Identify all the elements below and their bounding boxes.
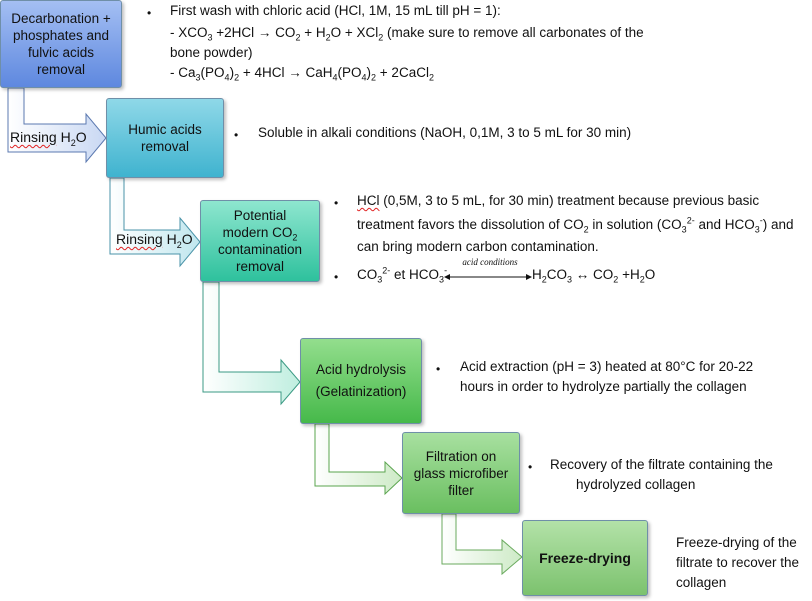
arrow-2: [109, 177, 201, 268]
step-label: Humic acids: [128, 122, 202, 137]
step-label: Filtration on: [425, 448, 497, 464]
note-step3-equation-left: CO32- et HCO3-: [357, 265, 448, 285]
note-step6-line2: filtrate to recover the: [676, 555, 800, 570]
rinsing-label-2: Rinsing H2O: [116, 231, 193, 250]
note-step3-line2: treatment favors the dissolution of CO2 …: [357, 215, 794, 235]
step-label: contamination: [217, 242, 303, 257]
note-step1-eq1: - XCO3 +2HCl → CO2 + H2O + XCl2 (make su…: [170, 25, 644, 43]
hcl-text: HCl: [357, 193, 380, 208]
step-label: removal: [140, 139, 189, 154]
step-label: phosphates and: [12, 28, 110, 43]
step-acid-hydrolysis-box: Acid hydrolysis (Gelatinization): [300, 338, 422, 424]
bullet-icon: •: [147, 6, 152, 20]
bullet-icon: •: [528, 460, 533, 474]
note-step1-eq1b: bone powder): [170, 45, 253, 60]
step-filtration-box: Filtration on glass microfiber filter: [402, 432, 520, 514]
step-label: Decarbonation +: [11, 11, 111, 26]
note-step4-line1: Acid extraction (pH = 3) heated at 80°C …: [460, 359, 754, 374]
note-step3-line1: HCl (0,5M, 3 to 5 mL, for 30 min) treatm…: [357, 190, 759, 212]
bullet-icon: •: [436, 362, 441, 376]
rinsing-word: Rinsing: [116, 231, 163, 247]
note-step5-line2: hydrolyzed collagen: [576, 477, 696, 492]
step-contamination-box: Potential modern CO2 contamination remov…: [200, 200, 320, 282]
step-label: removal: [36, 62, 85, 77]
step-label: fulvic acids: [27, 45, 94, 60]
step-label: glass microfiber: [413, 465, 509, 481]
arrow-4: [314, 423, 403, 496]
note-step4-line2: hours in order to hydrolyze partially th…: [460, 379, 747, 394]
equilibrium-arrow-icon: [444, 274, 532, 280]
note-step3-line1-rest: (0,5M, 3 to 5 mL, for 30 min) treatment …: [379, 193, 760, 208]
note-step2: Soluble in alkali conditions (NaOH, 0,1M…: [258, 125, 632, 140]
step-freeze-drying-box: Freeze-drying: [522, 520, 648, 596]
step-label: removal: [235, 259, 284, 274]
arrow-5: [441, 513, 523, 576]
note-step6-line1: Freeze-drying of the: [676, 535, 797, 550]
step-humic-box: Humic acids removal: [106, 98, 224, 178]
bullet-icon: •: [334, 270, 339, 284]
step-decarbonation-box: Decarbonation + phosphates and fulvic ac…: [0, 0, 122, 88]
step-label: Freeze-drying: [539, 549, 631, 566]
step-label: (Gelatinization): [315, 384, 407, 399]
step-label: Acid hydrolysis: [315, 362, 406, 377]
arrow-1: [7, 87, 107, 164]
step-label: Potential: [233, 208, 287, 223]
arrow-3: [202, 281, 301, 406]
rinsing-label-1: Rinsing H2O: [10, 129, 87, 148]
bullet-icon: •: [234, 128, 239, 142]
acid-conditions-label: acid conditions: [462, 257, 518, 267]
note-step3-line3: can bring modern carbon contamination.: [357, 239, 599, 254]
rinsing-word: Rinsing: [10, 129, 57, 145]
step-label: filter: [448, 482, 474, 498]
note-step5-line1: Recovery of the filtrate containing the: [550, 457, 773, 472]
note-step1-eq2: - Ca3(PO4)2 + 4HCl → CaH4(PO4)2 + 2CaCl2: [170, 65, 434, 83]
note-step6-line3: collagen: [676, 575, 727, 590]
note-step1-title: First wash with chloric acid (HCl, 1M, 1…: [170, 3, 501, 18]
note-step3-equation-right: H2CO3 ↔ CO2 +H2O: [532, 267, 656, 285]
step-label: modern CO2: [222, 225, 298, 243]
bullet-icon: •: [334, 196, 339, 210]
